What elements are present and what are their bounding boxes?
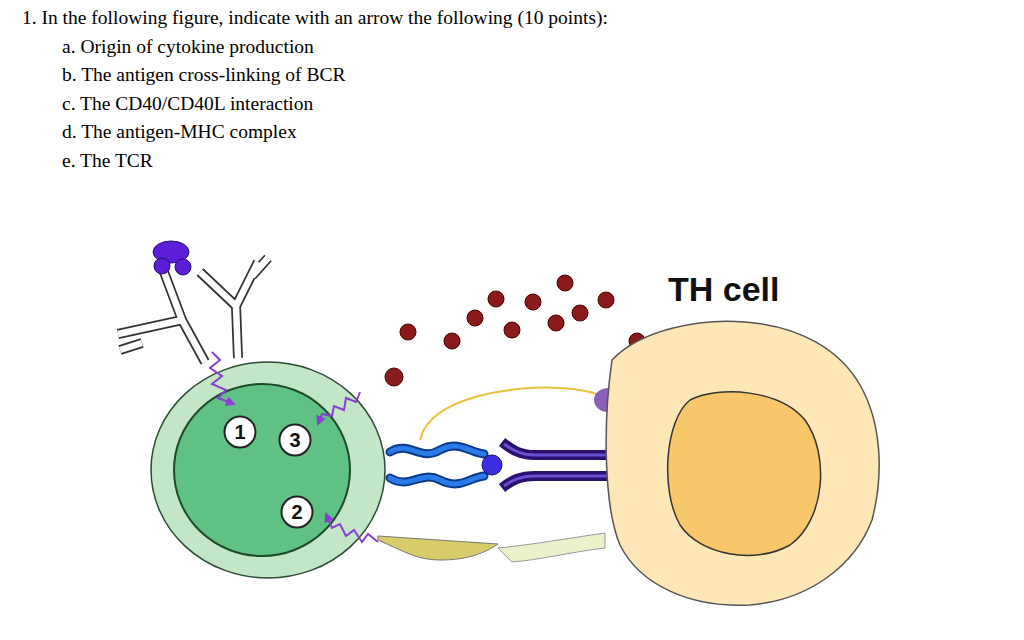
callout-number: 2 bbox=[280, 495, 314, 529]
t-cell-shape bbox=[606, 321, 879, 605]
mhc-molecule bbox=[390, 446, 484, 484]
peptide-antigen bbox=[482, 455, 502, 475]
cd40l bbox=[498, 533, 605, 562]
question-item: a. Origin of cytokine production bbox=[62, 35, 314, 59]
b-cell-membrane bbox=[151, 362, 385, 578]
question-item: d. The antigen-MHC complex bbox=[62, 120, 297, 144]
t-cell-nucleus bbox=[668, 392, 821, 556]
antigen bbox=[153, 241, 191, 275]
callout-number: 3 bbox=[278, 423, 312, 457]
cd40 bbox=[378, 536, 498, 560]
bound-cytokine bbox=[385, 368, 403, 386]
question-item: e. The TCR bbox=[62, 149, 153, 173]
question-item: b. The antigen cross-linking of BCR bbox=[62, 63, 345, 87]
signal-squiggles bbox=[210, 352, 378, 542]
cell-heading: TH cell bbox=[668, 270, 779, 309]
callout-circle: 3 bbox=[278, 423, 312, 457]
question-title: 1. In the following figure, indicate wit… bbox=[22, 6, 608, 30]
t-cell-membrane bbox=[606, 321, 879, 605]
t-cell-outline bbox=[600, 262, 890, 612]
bcr-antibodies bbox=[118, 258, 268, 362]
callout-number: 1 bbox=[223, 415, 257, 449]
adhesion-line bbox=[420, 388, 622, 440]
question-item: c. The CD40/CD40L interaction bbox=[62, 92, 313, 116]
tcr bbox=[502, 442, 608, 488]
b-cell-nucleus bbox=[174, 384, 350, 556]
callout-circle: 1 bbox=[223, 415, 257, 449]
callout-circle: 2 bbox=[280, 495, 314, 529]
cytokines bbox=[400, 275, 645, 349]
t-helper-cell: TH cell bbox=[600, 262, 890, 612]
cytokine-receptor bbox=[368, 362, 384, 394]
